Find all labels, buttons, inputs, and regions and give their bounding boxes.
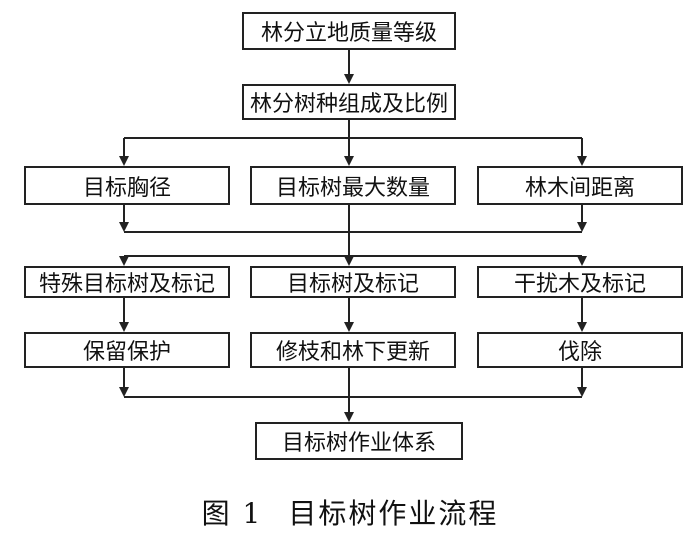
figure-title: 目标树作业流程	[288, 497, 499, 530]
node-species-composition: 林分树种组成及比例	[242, 84, 456, 120]
node-interference-tree: 干扰木及标记	[477, 266, 683, 298]
node-target-diameter: 目标胸径	[24, 166, 230, 205]
node-felling: 伐除	[477, 332, 683, 368]
node-tree-spacing: 林木间距离	[477, 166, 683, 205]
node-operation-system: 目标树作业体系	[255, 422, 463, 460]
node-special-target-tree: 特殊目标树及标记	[24, 266, 230, 298]
node-target-tree-marking: 目标树及标记	[250, 266, 456, 298]
figure-number: 图 1	[201, 497, 263, 530]
node-site-quality: 林分立地质量等级	[242, 12, 456, 50]
node-retain-protect: 保留保护	[24, 332, 230, 368]
node-pruning-regeneration: 修枝和林下更新	[250, 332, 456, 368]
node-max-target-trees: 目标树最大数量	[250, 166, 456, 205]
figure-caption: 图 1 目标树作业流程	[0, 492, 700, 532]
